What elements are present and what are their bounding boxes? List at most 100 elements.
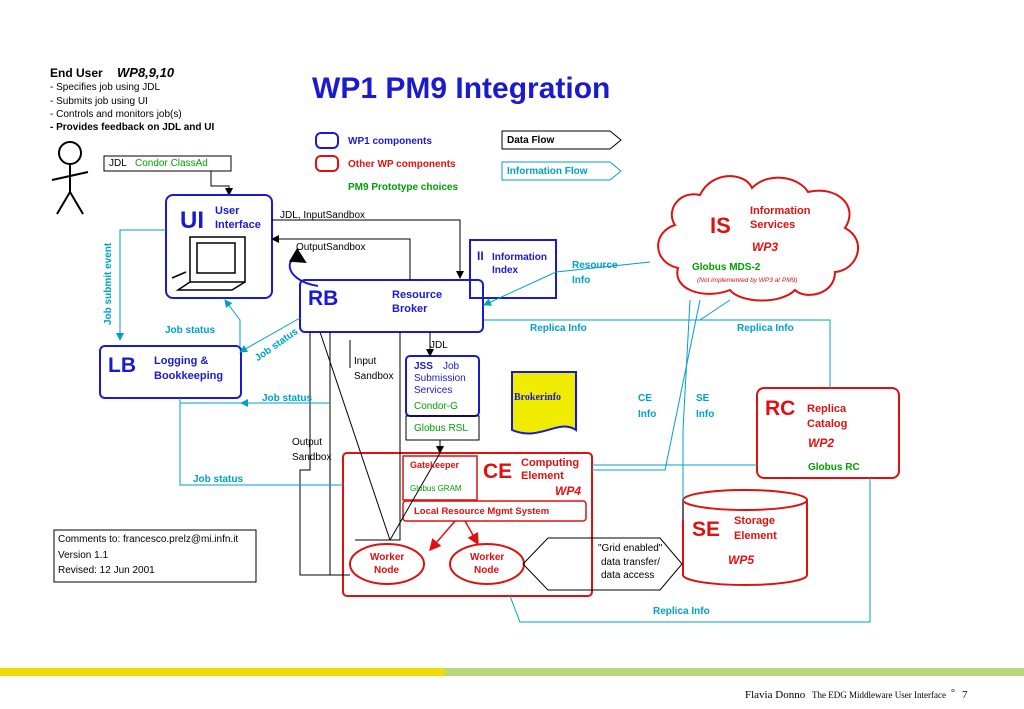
comments-line-1: Comments to: francesco.prelz@mi.infn.it	[58, 534, 239, 545]
grid-transfer-arrow	[522, 537, 683, 591]
lrms-frame	[402, 500, 587, 522]
ui-abbr: UI	[180, 207, 204, 234]
rc-label-2: Catalog	[807, 418, 848, 430]
ce-label-2: Element	[521, 470, 564, 482]
se-abbr: SE	[692, 518, 721, 541]
worker-node-1-frame	[349, 543, 425, 585]
end-user-item: - Specifies job using JDL	[50, 82, 161, 93]
globus-rsl-label: Globus RSL	[414, 423, 468, 434]
jss-label-2: Submission	[414, 373, 466, 384]
rb-abbr: RB	[308, 287, 339, 310]
flow-ce-label: CE	[638, 393, 652, 404]
brokerinfo-document	[511, 371, 577, 435]
grid-transfer-line-3: data access	[601, 570, 655, 581]
footer-bar-green	[445, 668, 1024, 676]
jss-label-3: Services	[414, 385, 453, 396]
gram-label: Globus GRAM	[410, 484, 462, 493]
worker-node-2-label: Node	[474, 565, 499, 576]
is-choice: Globus MDS-2	[692, 262, 761, 273]
footer-separator: °	[951, 688, 955, 699]
se-label-2: Element	[734, 530, 777, 542]
ui-box-frame	[165, 194, 273, 299]
brokerinfo-label: Brokerinfo	[514, 392, 562, 403]
worker-node-1-label: Node	[374, 565, 399, 576]
lb-abbr: LB	[108, 354, 136, 377]
is-label-2: Services	[750, 219, 796, 231]
worker-node-1-label: Worker	[370, 552, 405, 563]
flow-job-status-label: Job status	[193, 474, 244, 485]
jss-label-1: Job	[443, 361, 460, 372]
comments-line-3: Revised: 12 Jun 2001	[58, 565, 155, 576]
flow-sandbox-label: Sandbox	[292, 452, 332, 463]
footer-author: Flavia Donno	[745, 689, 806, 701]
is-wp: WP3	[752, 240, 779, 254]
is-note: (Not implemented by WP3 at PM9)	[697, 277, 798, 284]
footer-subtitle: The EDG Middleware User Interface	[812, 690, 946, 700]
end-user-heading: End User	[50, 66, 103, 80]
rc-abbr: RC	[765, 397, 796, 420]
rb-label-2: Broker	[392, 303, 428, 315]
jdl-box-choice: Condor ClassAd	[135, 158, 208, 169]
gatekeeper-label: Gatekeeper	[410, 460, 460, 470]
legend-other-swatch	[315, 155, 339, 172]
end-user-item: - Provides feedback on JDL and UI	[50, 122, 215, 133]
footer-page-number: 7	[962, 689, 968, 701]
flow-replica-info-label: Replica Info	[737, 323, 794, 334]
flow-jdl-input-label: JDL, InputSandbox	[280, 210, 366, 221]
se-wp: WP5	[728, 553, 755, 567]
legend-wp1-swatch	[315, 132, 339, 149]
lb-label-2: Bookkeeping	[154, 370, 224, 382]
is-label-1: Information	[750, 205, 811, 217]
flow-input-label: Input	[354, 356, 377, 367]
jss-choice: Condor-G	[414, 401, 458, 412]
comments-line-2: Version 1.1	[58, 550, 109, 561]
flow-job-status-label: Job status	[165, 325, 216, 336]
rc-wp: WP2	[808, 436, 835, 450]
lb-box-frame	[99, 345, 242, 399]
is-abbr: IS	[710, 213, 731, 238]
lrms-label: Local Resource Mgmt System	[414, 506, 550, 517]
flow-output-label: Output	[292, 437, 323, 448]
flow-job-submit-event-label: Job submit event	[103, 242, 114, 325]
legend-info-flow-label: Information Flow	[507, 166, 588, 177]
ii-abbr: II	[477, 249, 484, 263]
jdl-box-frame	[103, 155, 232, 172]
worker-node-2-label: Worker	[470, 552, 505, 563]
se-label-1: Storage	[734, 515, 775, 527]
flow-replica-info-label: Replica Info	[530, 323, 587, 334]
rc-choice: Globus RC	[808, 462, 860, 473]
page-title: WP1 PM9 Integration	[312, 72, 611, 105]
end-user-wp: WP8,9,10	[117, 65, 175, 80]
ii-label-1: Information	[492, 252, 547, 263]
flow-jdl-label: JDL	[430, 340, 448, 351]
ui-label-2: Interface	[215, 219, 261, 231]
legend-other-label: Other WP components	[348, 159, 456, 170]
jdl-box-label: JDL	[109, 158, 127, 169]
flow-ce-info-label: Info	[638, 409, 657, 420]
ce-wp: WP4	[555, 484, 582, 498]
legend-data-flow-label: Data Flow	[507, 135, 555, 146]
footer-bar-yellow	[0, 668, 445, 676]
lb-label-1: Logging &	[154, 355, 209, 367]
ce-abbr: CE	[483, 460, 513, 483]
flow-job-status-label: Job status	[262, 393, 313, 404]
end-user-figure	[51, 141, 89, 215]
flow-resource-label: Resource	[572, 260, 618, 271]
flow-se-label: SE	[696, 393, 710, 404]
end-user-item: - Controls and monitors job(s)	[50, 109, 182, 120]
grid-transfer-line-1: "Grid enabled"	[598, 543, 663, 554]
is-cloud	[657, 175, 859, 302]
flow-se-info-label: Info	[696, 409, 715, 420]
flow-info-label: Info	[572, 275, 591, 286]
ui-label-1: User	[215, 205, 240, 217]
flow-sandbox-label: Sandbox	[354, 371, 394, 382]
rb-box-frame	[299, 279, 484, 333]
comments-box-frame	[53, 529, 257, 583]
flow-output-sandbox-label: OutputSandbox	[296, 242, 366, 253]
end-user-item: - Submits job using UI	[50, 96, 148, 107]
legend-info-flow-arrow	[501, 161, 622, 181]
jss-abbr: JSS	[414, 361, 433, 372]
legend-pm9-label: PM9 Prototype choices	[348, 182, 459, 193]
ce-area-frame	[342, 452, 593, 597]
